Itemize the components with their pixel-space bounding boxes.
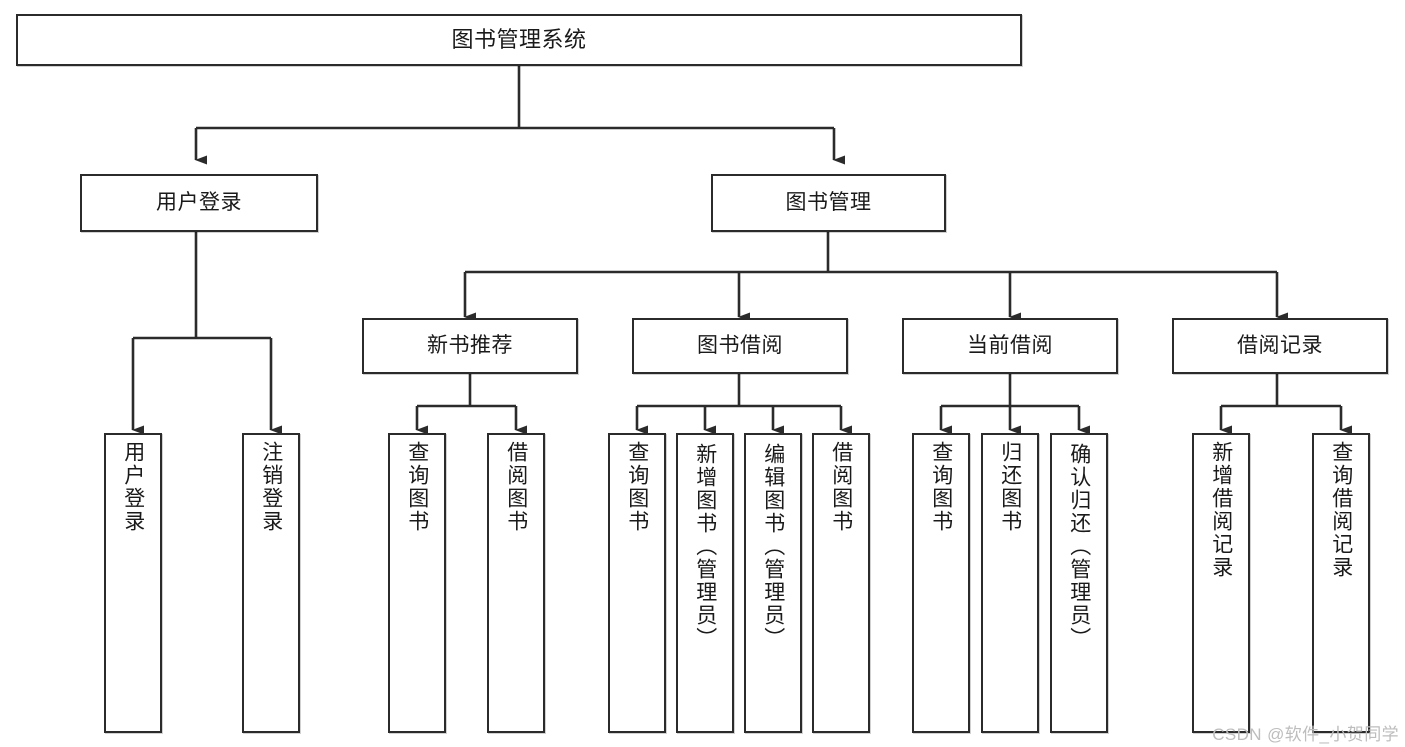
node-label: 查询图书 — [405, 441, 429, 533]
node-label: 新增借阅记录 — [1209, 441, 1233, 579]
node-book-management[interactable]: 图书管理 — [711, 174, 946, 232]
node-label: 当前借阅 — [967, 333, 1053, 357]
node-label: 编辑图书（管理员） — [761, 443, 785, 650]
node-label: 图书借阅 — [697, 333, 783, 357]
node-label: 查询图书 — [625, 441, 649, 533]
node-label: 查询借阅记录 — [1329, 441, 1353, 579]
node-leaf-add-book[interactable]: 新增图书（管理员） — [676, 433, 734, 733]
node-label: 新书推荐 — [427, 333, 513, 357]
node-label: 确认归还（管理员） — [1067, 443, 1091, 650]
node-leaf-query-book-3[interactable]: 查询图书 — [912, 433, 970, 733]
node-label: 新增图书（管理员） — [693, 443, 717, 650]
node-leaf-query-book-1[interactable]: 查询图书 — [388, 433, 446, 733]
node-label: 用户登录 — [156, 190, 242, 214]
node-label: 图书管理系统 — [451, 27, 587, 53]
node-leaf-return-book[interactable]: 归还图书 — [981, 433, 1039, 733]
node-label: 借阅记录 — [1237, 333, 1323, 357]
node-label: 注销登录 — [259, 441, 283, 533]
node-leaf-edit-book[interactable]: 编辑图书（管理员） — [744, 433, 802, 733]
node-leaf-query-record[interactable]: 查询借阅记录 — [1312, 433, 1370, 733]
node-current-borrow[interactable]: 当前借阅 — [902, 318, 1118, 374]
node-book-borrow[interactable]: 图书借阅 — [632, 318, 848, 374]
node-label: 用户登录 — [121, 441, 145, 533]
node-borrow-record[interactable]: 借阅记录 — [1172, 318, 1388, 374]
node-leaf-borrow-book-1[interactable]: 借阅图书 — [487, 433, 545, 733]
node-leaf-user-login[interactable]: 用户登录 — [104, 433, 162, 733]
node-new-book-recommend[interactable]: 新书推荐 — [362, 318, 578, 374]
watermark-text: CSDN @软件_小贺同学 — [1212, 725, 1399, 744]
node-leaf-confirm-return[interactable]: 确认归还（管理员） — [1050, 433, 1108, 733]
node-label: 图书管理 — [785, 190, 872, 214]
node-leaf-add-record[interactable]: 新增借阅记录 — [1192, 433, 1250, 733]
node-leaf-logout[interactable]: 注销登录 — [242, 433, 300, 733]
node-leaf-query-book-2[interactable]: 查询图书 — [608, 433, 666, 733]
node-label: 借阅图书 — [829, 441, 853, 533]
node-label: 查询图书 — [929, 441, 953, 533]
node-label: 归还图书 — [998, 441, 1022, 533]
node-root-system[interactable]: 图书管理系统 — [16, 14, 1022, 66]
node-label: 借阅图书 — [504, 441, 528, 533]
node-leaf-borrow-book-2[interactable]: 借阅图书 — [812, 433, 870, 733]
node-user-login[interactable]: 用户登录 — [80, 174, 318, 232]
